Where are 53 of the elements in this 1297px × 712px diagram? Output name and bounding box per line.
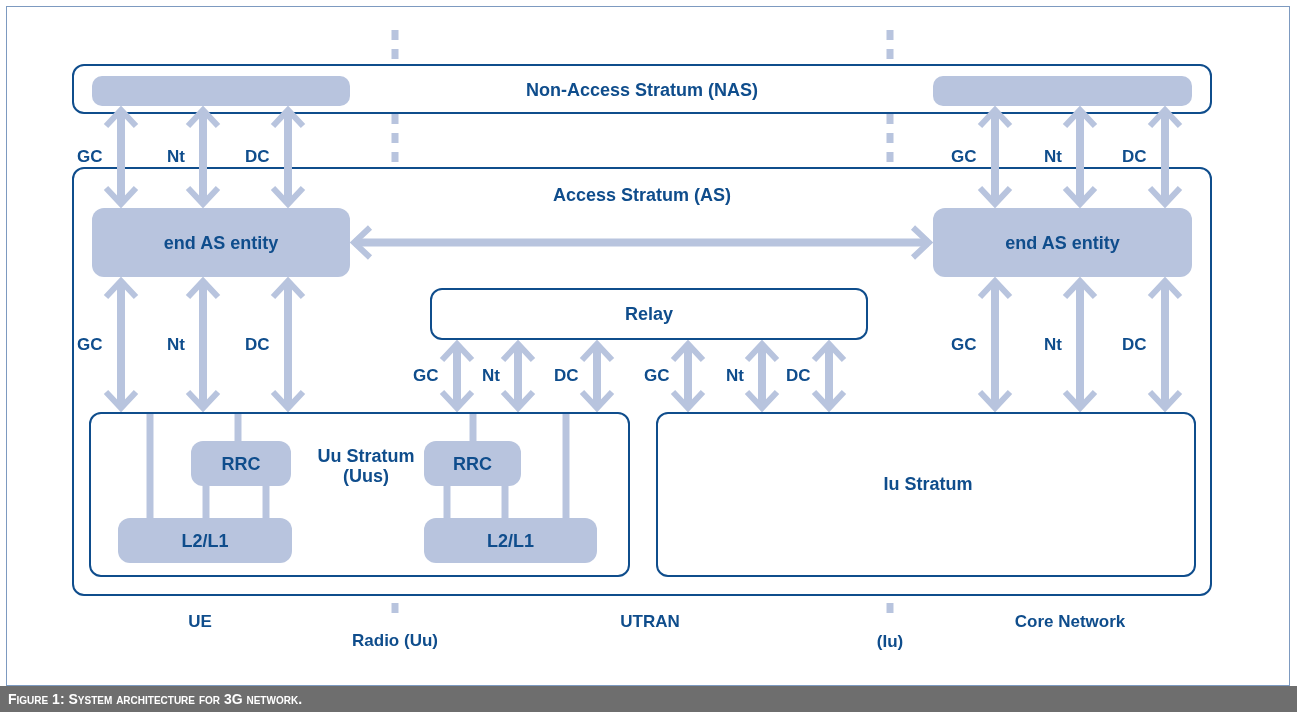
stratum-box (72, 167, 1212, 596)
node-label: Access Stratum (AS) (551, 185, 733, 205)
double-arrow (103, 278, 139, 411)
entity-box (933, 76, 1192, 106)
entity-box (92, 76, 350, 106)
node-label: Iu Stratum (882, 474, 974, 494)
node-label: end AS entity (162, 232, 280, 253)
connector-line (202, 486, 210, 518)
stratum-box (430, 288, 868, 340)
protocol-box (933, 208, 1192, 277)
protocol-box (92, 208, 350, 277)
double-arrow (185, 278, 221, 411)
protocol-box (191, 441, 291, 486)
region-label: (Iu) (875, 632, 905, 651)
double-arrow (351, 224, 932, 261)
connector-line (262, 486, 270, 518)
double-arrow (185, 107, 221, 207)
region-label: Core Network (1013, 612, 1127, 631)
protocol-box (424, 518, 597, 563)
connector-line (501, 486, 509, 518)
node-label: L2/L1 (486, 530, 535, 551)
double-arrow (270, 278, 306, 411)
region-label: Radio (Uu) (351, 631, 439, 650)
double-arrow (1062, 107, 1098, 207)
protocol-box (118, 518, 292, 563)
double-arrow (103, 107, 139, 207)
double-arrow (744, 341, 780, 411)
node-label: end AS entity (1004, 232, 1121, 253)
double-arrow (579, 341, 615, 411)
double-arrow (811, 341, 847, 411)
double-arrow (500, 341, 536, 411)
double-arrow (977, 278, 1013, 411)
region-label: UTRAN (619, 612, 681, 631)
double-arrow (439, 341, 475, 411)
double-arrow (1062, 278, 1098, 411)
stratum-box (72, 64, 1212, 114)
double-arrow (270, 107, 306, 207)
figure-caption: Figure 1: System architecture for 3G network. (8, 691, 302, 707)
node-label: L2/L1 (180, 530, 230, 551)
node-label: Uu Stratum (Uus) (316, 446, 416, 486)
connector-line (443, 486, 451, 518)
node-label: Relay (623, 304, 674, 324)
protocol-box (424, 441, 521, 486)
double-arrow (1147, 107, 1183, 207)
node-label: Non-Access Stratum (NAS) (524, 80, 759, 100)
node-label: RRC (452, 453, 493, 474)
double-arrow (1147, 278, 1183, 411)
double-arrow (670, 341, 706, 411)
node-label: RRC (220, 453, 262, 474)
stratum-box (89, 412, 630, 577)
double-arrow (977, 107, 1013, 207)
stratum-box (656, 412, 1196, 577)
region-label: UE (187, 612, 213, 631)
